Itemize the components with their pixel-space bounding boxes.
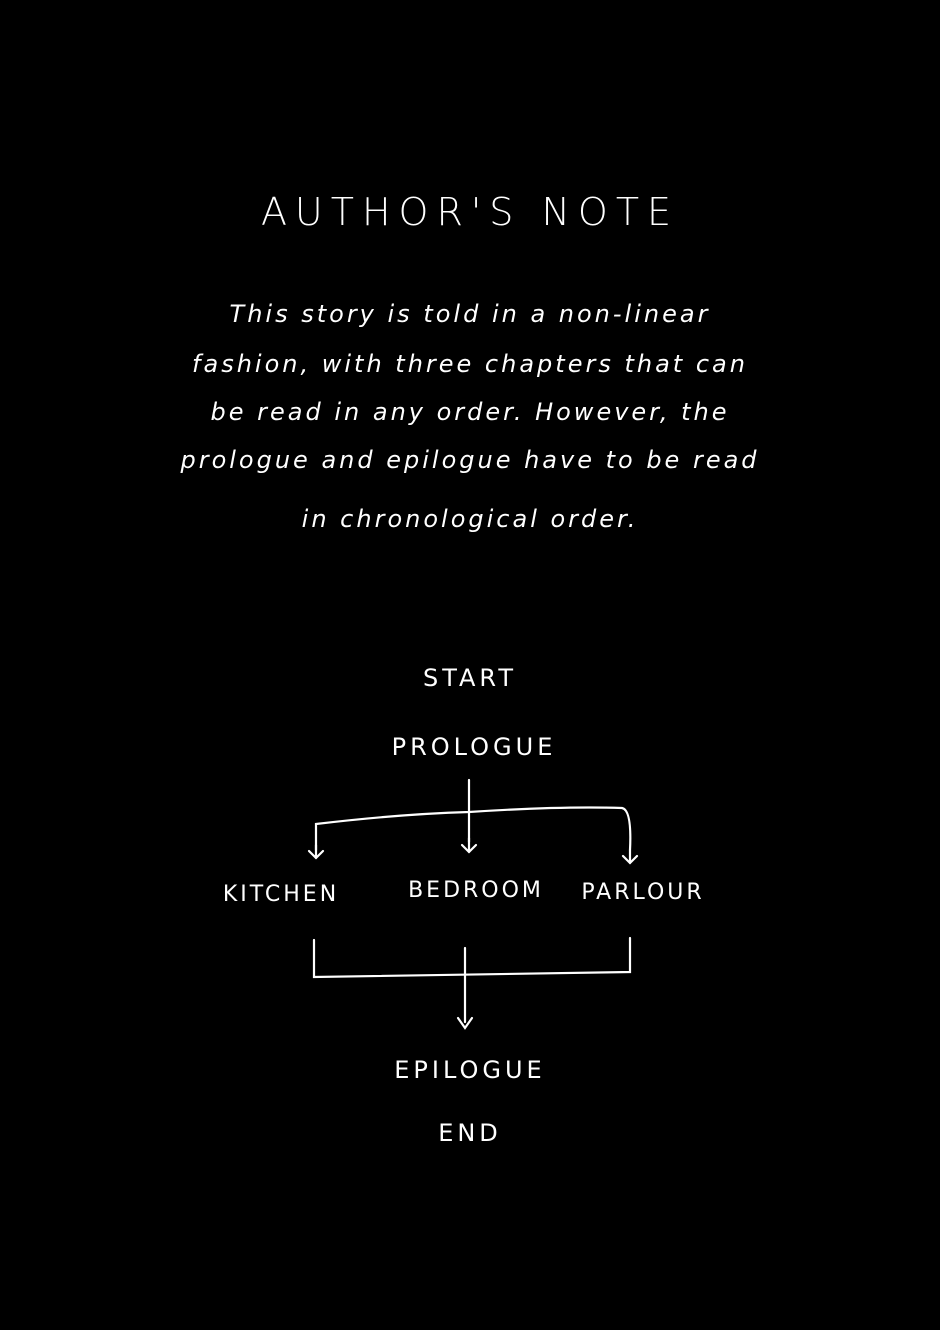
arrow-icon-bedroom: [460, 836, 478, 854]
epilogue-label: EPILOGUE: [394, 1056, 546, 1084]
prologue-label: PROLOGUE: [391, 733, 557, 761]
page-title: AUTHOR'S NOTE: [260, 190, 680, 234]
arrow-icon-kitchen: [307, 843, 325, 860]
chapter-parlour: PARLOUR: [581, 880, 705, 905]
split-connector: [314, 778, 632, 852]
chapter-kitchen: KITCHEN: [222, 882, 340, 907]
note-line-3: be read in any order. However, the: [210, 398, 730, 426]
end-label: END: [438, 1119, 502, 1147]
note-line-4: prologue and epilogue have to be read: [180, 446, 760, 474]
start-label: START: [422, 664, 518, 692]
merge-connector: [312, 936, 632, 1024]
chapter-bedroom: BEDROOM: [408, 878, 544, 903]
note-line-1: This story is told in a non-linear: [229, 300, 711, 328]
note-line-5: in chronological order.: [301, 505, 639, 533]
note-line-2: fashion, with three chapters that can: [192, 350, 748, 378]
arrow-icon-epilogue: [456, 1016, 474, 1030]
arrow-icon-parlour: [621, 848, 639, 865]
